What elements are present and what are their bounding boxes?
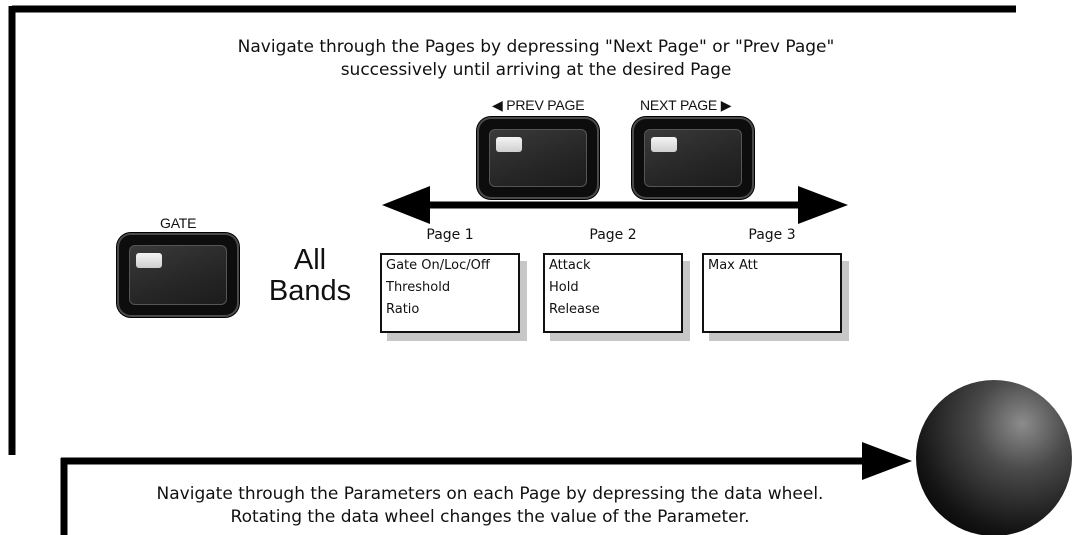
param-item: Ratio [386,302,420,317]
all-bands-line1: All [293,244,327,276]
params-instruction-line1: Navigate through the Parameters on each … [156,484,824,504]
flow-right-arrow-icon [862,442,912,480]
next-page-led-icon [651,137,677,152]
prev-page-led-icon [496,137,522,152]
page-2-param-box: Attack Hold Release [543,253,683,333]
gate-button-face [129,245,227,305]
data-wheel-icon [916,380,1072,535]
param-item: Hold [549,280,579,295]
param-item: Gate On/Loc/Off [386,258,490,273]
param-item: Threshold [386,280,451,295]
gate-button[interactable] [117,233,239,317]
page-3-param-box: Max Att [702,253,842,333]
all-bands-label: All Bands [258,245,362,307]
param-item: Attack [549,258,591,273]
pages-instruction-line2: successively until arriving at the desir… [340,60,732,80]
page-nav-right-arrow-icon [798,186,848,224]
pages-instruction-line1: Navigate through the Pages by depressing… [237,37,835,57]
page-2-label: Page 2 [589,227,637,243]
all-bands-line2: Bands [268,275,352,307]
page-3-label: Page 3 [748,227,796,243]
gate-label: GATE [160,215,197,231]
prev-page-button[interactable] [477,117,599,199]
next-page-button-face [644,129,742,187]
params-instruction-line2: Rotating the data wheel changes the valu… [230,507,750,527]
prev-page-button-face [489,129,587,187]
gate-led-icon [136,253,162,268]
params-instruction: Navigate through the Parameters on each … [0,483,990,529]
param-item: Release [549,302,600,317]
next-page-button[interactable] [632,117,754,199]
page-1-param-box: Gate On/Loc/Off Threshold Ratio [380,253,520,333]
next-page-label: NEXT PAGE ▶ [640,97,732,113]
pages-instruction: Navigate through the Pages by depressing… [0,36,1072,82]
page-1-label: Page 1 [426,227,474,243]
page-nav-left-arrow-icon [382,186,430,224]
prev-page-label: ◀ PREV PAGE [492,97,585,113]
param-item: Max Att [708,258,758,273]
